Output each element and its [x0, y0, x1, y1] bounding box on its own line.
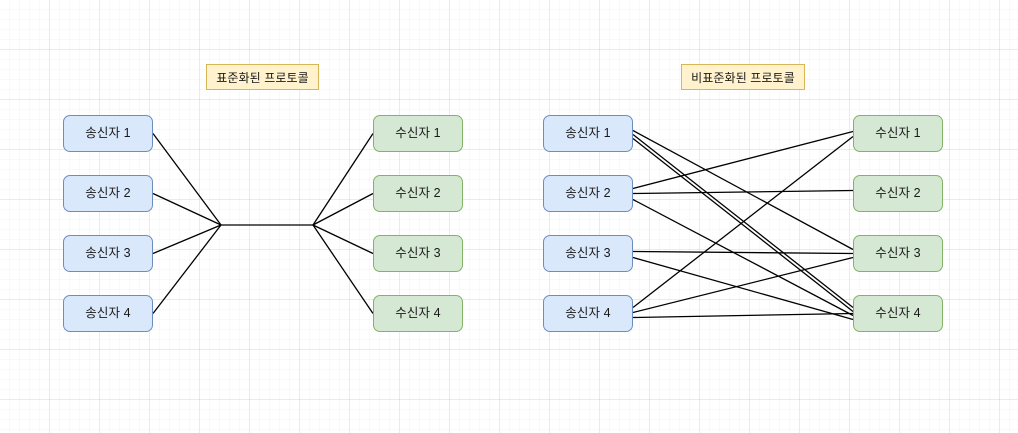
- node-label: 수신자 4: [395, 306, 441, 320]
- node-receiver-2-non-standardized[interactable]: 수신자 2: [853, 175, 943, 212]
- edge-sender-4-to-hub: [152, 224, 222, 314]
- node-label: 송신자 2: [85, 186, 131, 200]
- node-sender-4-standardized[interactable]: 송신자 4: [63, 295, 153, 332]
- edge-sender-4-to-receiver-4-10: [632, 312, 854, 319]
- node-sender-2-standardized[interactable]: 송신자 2: [63, 175, 153, 212]
- node-label: 수신자 1: [875, 126, 921, 140]
- node-label: 수신자 2: [875, 186, 921, 200]
- edge-sender-3-to-receiver-3-6: [632, 250, 854, 255]
- edge-sender-2-to-receiver-1-3: [632, 130, 854, 190]
- node-label: 송신자 4: [565, 306, 611, 320]
- title-non-standardized-protocol: 비표준화된 프로토콜: [681, 64, 805, 90]
- node-sender-2-non-standardized[interactable]: 송신자 2: [543, 175, 633, 212]
- node-label: 송신자 3: [85, 246, 131, 260]
- edge-sender-2-to-receiver-2-4: [632, 189, 854, 195]
- node-label: 송신자 4: [85, 306, 131, 320]
- node-receiver-1-non-standardized[interactable]: 수신자 1: [853, 115, 943, 152]
- node-label: 송신자 2: [565, 186, 611, 200]
- node-receiver-4-standardized[interactable]: 수신자 4: [373, 295, 463, 332]
- edge-sender-1-to-receiver-4-2: [632, 137, 854, 313]
- edge-hub-to-receiver-4: [312, 224, 374, 314]
- edge-sender-4-to-receiver-1-8: [632, 135, 854, 309]
- node-label: 송신자 1: [85, 126, 131, 140]
- node-label: 수신자 1: [395, 126, 441, 140]
- node-sender-4-non-standardized[interactable]: 송신자 4: [543, 295, 633, 332]
- edge-sender-3-to-receiver-4-7: [632, 256, 854, 321]
- edge-hub-to-receiver-2: [312, 192, 374, 226]
- node-label: 수신자 3: [875, 246, 921, 260]
- node-sender-1-non-standardized[interactable]: 송신자 1: [543, 115, 633, 152]
- edge-hub-to-receiver-1: [312, 133, 374, 226]
- node-receiver-4-non-standardized[interactable]: 수신자 4: [853, 295, 943, 332]
- title-standardized-protocol-label: 표준화된 프로토콜: [216, 70, 309, 85]
- node-label: 수신자 2: [395, 186, 441, 200]
- node-receiver-3-standardized[interactable]: 수신자 3: [373, 235, 463, 272]
- edge-sender-3-to-hub: [152, 224, 222, 255]
- node-sender-3-non-standardized[interactable]: 송신자 3: [543, 235, 633, 272]
- edge-sender-1-to-receiver-4-1: [632, 133, 854, 309]
- edge-sender-1-to-hub: [152, 133, 222, 226]
- node-sender-3-standardized[interactable]: 송신자 3: [63, 235, 153, 272]
- edge-sender-4-to-receiver-3-9: [632, 256, 854, 314]
- edge-sender-2-to-receiver-4-5: [632, 198, 854, 317]
- title-non-standardized-protocol-label: 비표준화된 프로토콜: [691, 70, 795, 85]
- node-label: 수신자 4: [875, 306, 921, 320]
- title-standardized-protocol: 표준화된 프로토콜: [206, 64, 319, 90]
- node-receiver-1-standardized[interactable]: 수신자 1: [373, 115, 463, 152]
- node-sender-1-standardized[interactable]: 송신자 1: [63, 115, 153, 152]
- node-label: 송신자 1: [565, 126, 611, 140]
- edge-hub-to-receiver-3: [312, 224, 374, 255]
- edge-sender-2-to-hub: [152, 192, 222, 226]
- node-receiver-3-non-standardized[interactable]: 수신자 3: [853, 235, 943, 272]
- edge-sender-1-to-receiver-3-0: [632, 129, 854, 251]
- node-label: 수신자 3: [395, 246, 441, 260]
- node-label: 송신자 3: [565, 246, 611, 260]
- node-receiver-2-standardized[interactable]: 수신자 2: [373, 175, 463, 212]
